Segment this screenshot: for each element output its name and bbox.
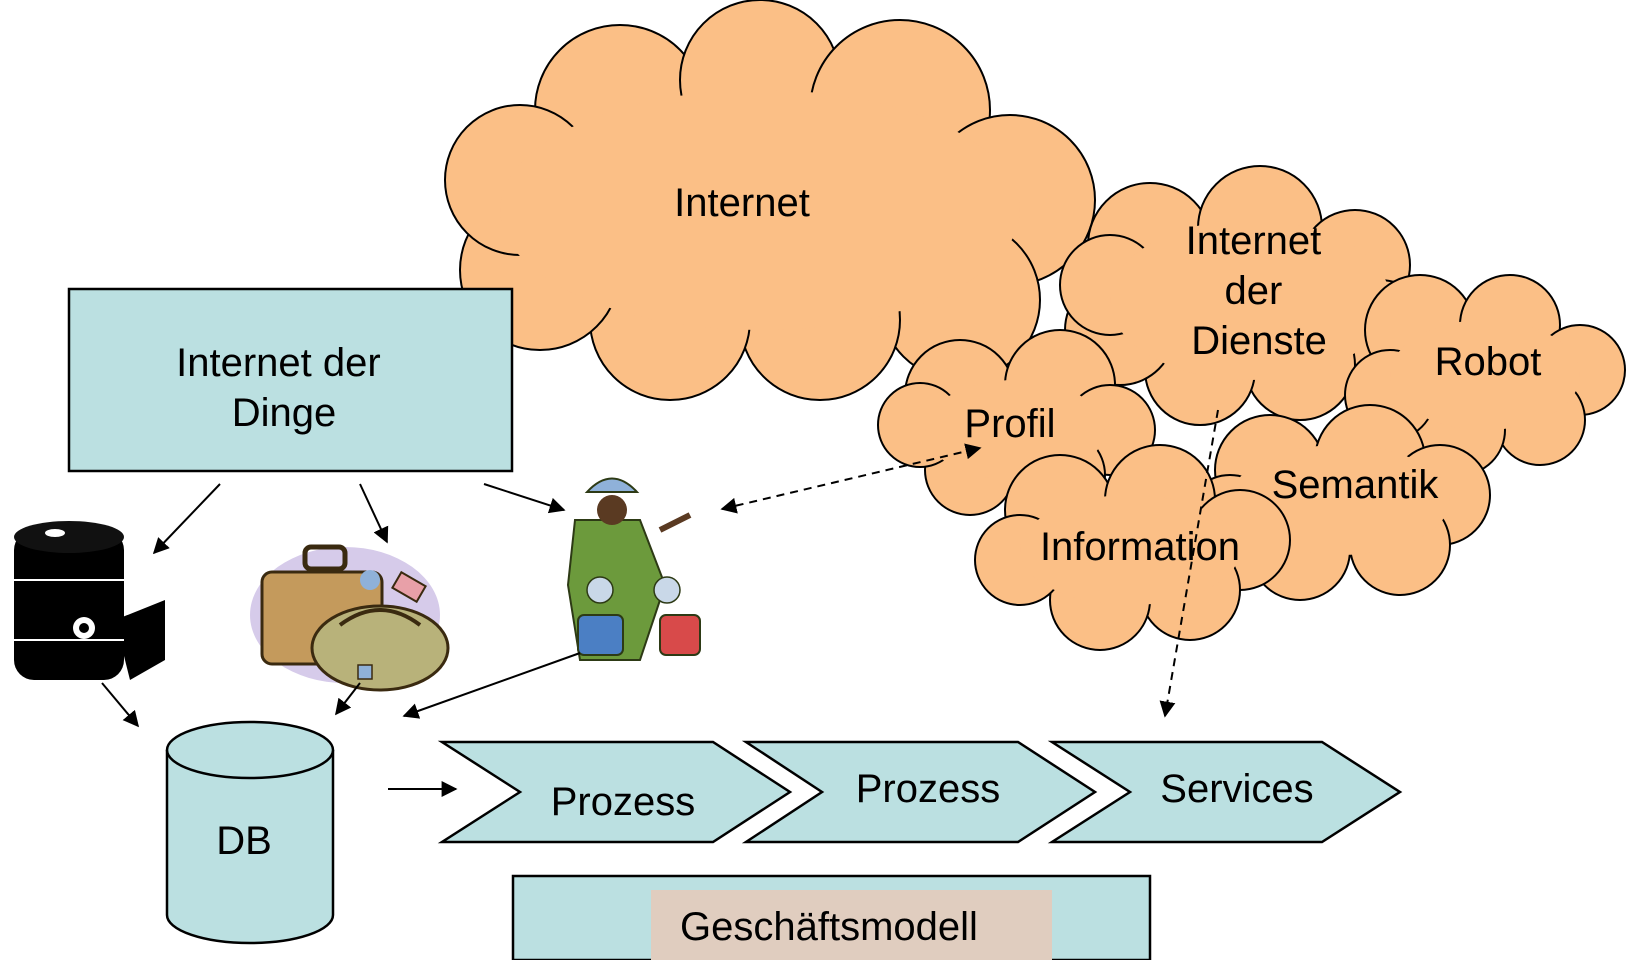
- dashed-arrow-guide-profil: [720, 443, 982, 514]
- internet-cloud: Internet: [444, 0, 1096, 401]
- process-chevrons: Prozess Prozess Services: [437, 740, 1403, 844]
- process-step-3-label: Services: [1160, 767, 1313, 811]
- process-step-2-label: Prozess: [856, 767, 1001, 811]
- process-step-2: [741, 740, 1098, 844]
- oil-barrel-icon: [14, 521, 165, 680]
- robot-cloud: Robot: [1344, 274, 1626, 476]
- arrow-to-luggage: [359, 483, 389, 544]
- db-label: DB: [216, 819, 272, 863]
- arrows: [101, 409, 1219, 797]
- tourist-guide-icon: [566, 477, 701, 661]
- geschaeftsmodell-box: Geschäftsmodell: [511, 874, 1152, 960]
- dashed-arrow-to-services: [1159, 409, 1219, 718]
- internet-der-dienste-label: Internet der Dienste: [1186, 219, 1333, 363]
- arrow-to-barrel: [152, 483, 221, 555]
- semantik-label: Semantik: [1272, 463, 1440, 507]
- internet-der-dinge-box: Internet der Dinge: [67, 287, 514, 473]
- information-label: Information: [1040, 525, 1240, 569]
- process-step-1-label: Prozess: [551, 780, 696, 824]
- internet-label: Internet: [674, 181, 810, 225]
- internet-der-dinge-label: Internet der Dinge: [176, 341, 392, 435]
- information-cloud: Information: [974, 444, 1291, 651]
- arrow-luggage-to-db: [335, 682, 361, 716]
- robot-label: Robot: [1435, 340, 1542, 384]
- geschaeftsmodell-label: Geschäftsmodell: [680, 905, 978, 949]
- arrow-to-guide: [483, 483, 566, 514]
- profil-label: Profil: [964, 402, 1055, 446]
- process-step-3: [1047, 740, 1403, 844]
- db-cylinder: DB: [165, 720, 335, 945]
- luggage-icon: [250, 544, 450, 692]
- arrow-guide-to-db: [402, 652, 581, 719]
- process-step-1: [437, 740, 793, 844]
- profil-cloud: Profil: [877, 329, 1156, 521]
- arrow-barrel-to-db: [101, 682, 140, 728]
